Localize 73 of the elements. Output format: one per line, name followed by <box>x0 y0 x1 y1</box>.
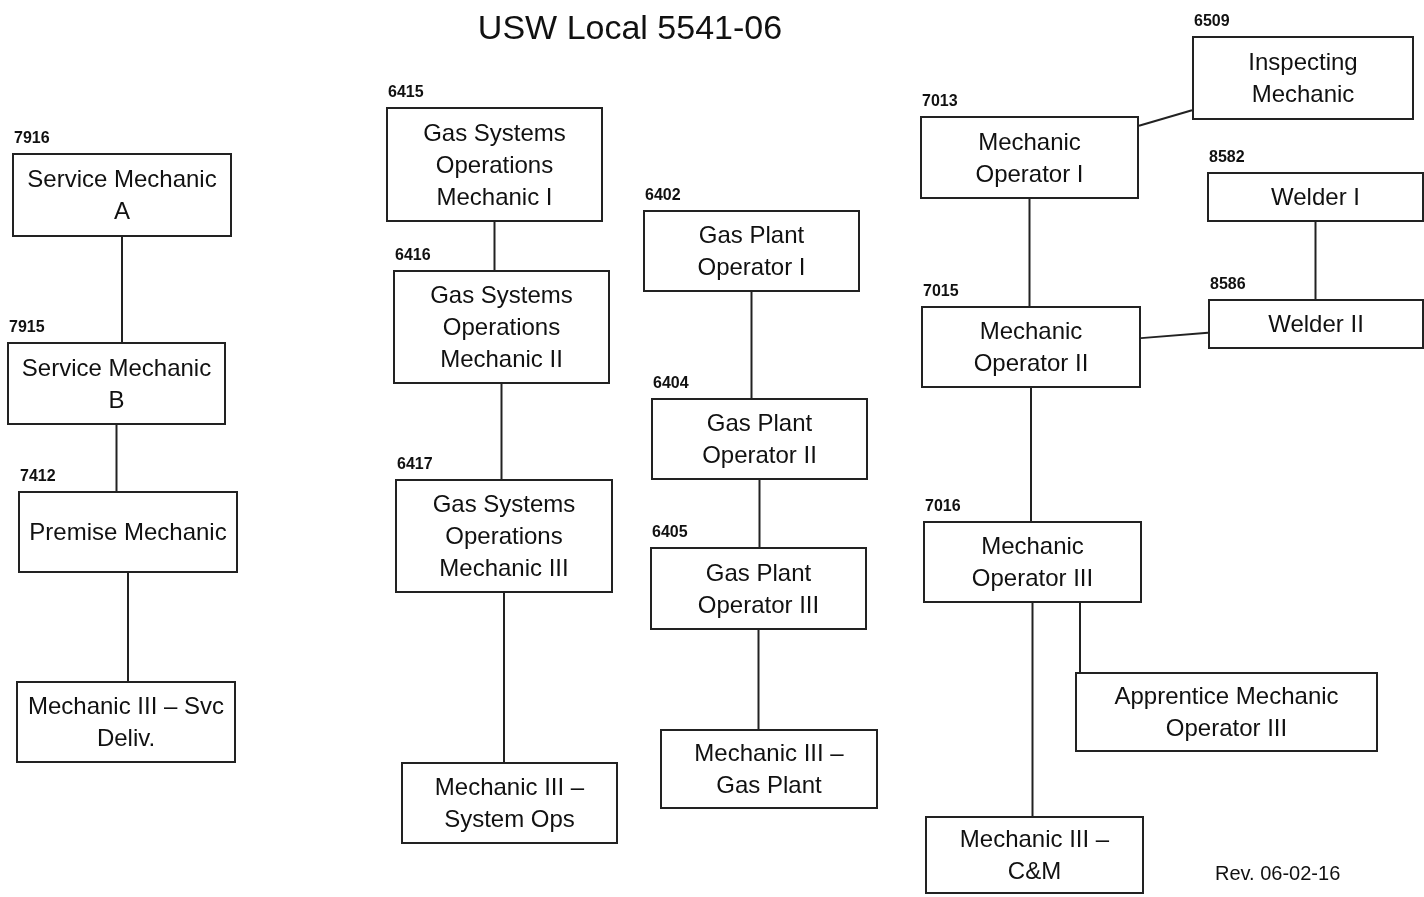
position-title: Mechanic III – Svc Deliv. <box>26 691 226 753</box>
position-box <box>7 342 226 425</box>
job-code: 6405 <box>652 523 688 541</box>
connector-line <box>503 592 505 763</box>
position-title: Gas Systems Operations Mechanic III <box>431 489 577 583</box>
position-title: Gas Plant Operator I <box>696 220 807 282</box>
connector-line <box>1138 109 1193 127</box>
job-code: 6416 <box>395 246 431 264</box>
job-code: 6417 <box>397 455 433 473</box>
position-title: Welder I <box>1271 182 1360 212</box>
job-code: 6415 <box>388 83 424 101</box>
position-title: Apprentice Mechanic Operator III <box>1113 681 1340 743</box>
position-title: Premise Mechanic <box>29 517 227 547</box>
position-box <box>18 491 238 573</box>
position-title: Gas Plant Operator II <box>701 408 818 470</box>
position-title: Welder II <box>1268 309 1364 339</box>
connector-line <box>1140 331 1209 340</box>
position-box <box>12 153 232 237</box>
position-title: Gas Systems Operations Mechanic I <box>422 117 567 212</box>
connector-line <box>757 629 760 730</box>
position-title: Service Mechanic B <box>20 352 213 415</box>
connector-line <box>121 236 123 343</box>
job-code: 6509 <box>1194 12 1230 30</box>
position-box <box>395 479 613 593</box>
position-title: Mechanic Operator I <box>974 126 1085 189</box>
position-box <box>921 306 1141 388</box>
position-box <box>401 762 618 844</box>
position-box <box>651 398 868 480</box>
position-box <box>925 816 1144 894</box>
job-code: 8586 <box>1210 275 1246 293</box>
job-code: 7916 <box>14 129 50 147</box>
position-title: Service Mechanic A <box>26 164 218 226</box>
connector-line <box>1028 198 1031 307</box>
position-box <box>1075 672 1378 752</box>
job-code: 7915 <box>9 318 45 336</box>
connector-line <box>1030 387 1032 522</box>
connector-line <box>1079 602 1081 673</box>
connector-line <box>493 221 496 271</box>
revision-note: Rev. 06-02-16 <box>1215 862 1341 885</box>
position-title: Gas Systems Operations Mechanic II <box>429 280 574 374</box>
connector-line <box>1314 221 1317 300</box>
position-box <box>386 107 603 222</box>
job-code: 7016 <box>925 497 961 515</box>
position-box <box>1192 36 1414 120</box>
position-title: Mechanic III – System Ops <box>433 772 586 834</box>
connector-line <box>750 291 753 399</box>
connector-line <box>500 383 503 480</box>
position-title: Mechanic Operator III <box>970 531 1095 593</box>
position-box <box>650 547 867 630</box>
position-box <box>1207 172 1424 222</box>
position-title: Mechanic III – Gas Plant <box>693 738 845 800</box>
position-title: Mechanic III – C&M <box>958 824 1111 886</box>
position-box <box>923 521 1142 603</box>
position-box <box>643 210 860 292</box>
connector-line <box>115 424 118 492</box>
job-code: 8582 <box>1209 148 1245 166</box>
connector-line <box>1031 602 1034 817</box>
position-title: Inspecting Mechanic <box>1247 47 1359 109</box>
position-box <box>1208 299 1424 349</box>
chart-title: USW Local 5541-06 <box>476 7 784 48</box>
connector-line <box>758 479 761 548</box>
job-code: 7412 <box>20 467 56 485</box>
job-code: 7015 <box>923 282 959 300</box>
job-code: 6402 <box>645 186 681 204</box>
job-code: 7013 <box>922 92 958 110</box>
connector-line <box>127 572 129 682</box>
position-title: Mechanic Operator II <box>972 316 1090 378</box>
position-box <box>393 270 610 384</box>
position-title: Gas Plant Operator III <box>696 557 821 620</box>
job-code: 6404 <box>653 374 689 392</box>
position-box <box>16 681 236 763</box>
position-box <box>660 729 878 809</box>
position-box <box>920 116 1139 199</box>
